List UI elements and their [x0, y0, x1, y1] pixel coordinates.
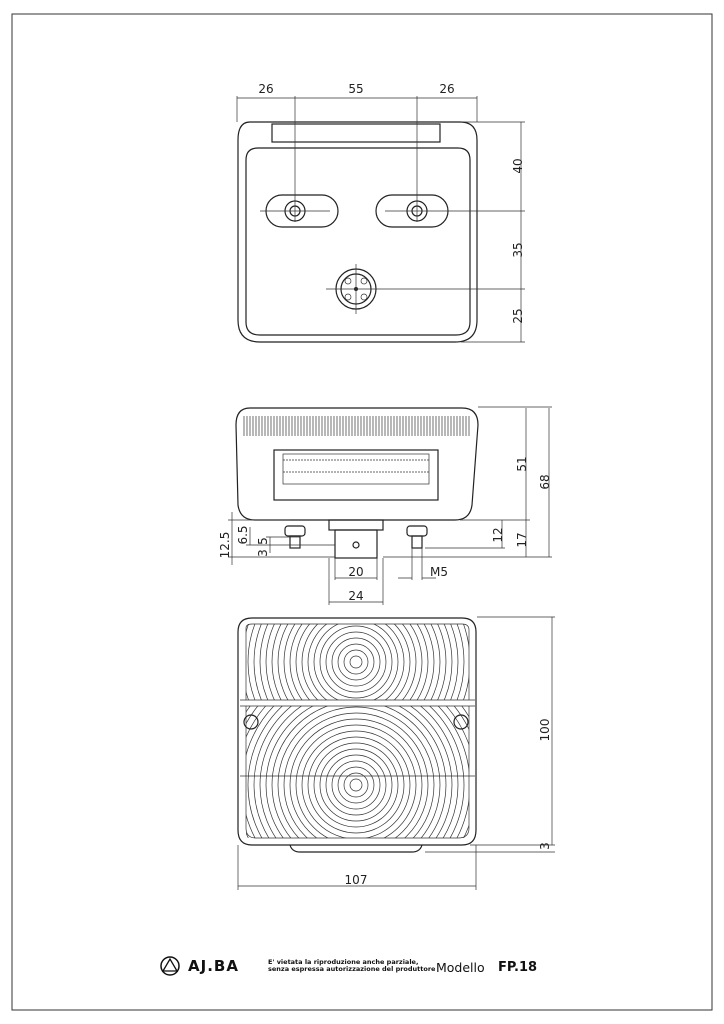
model-value: FP.18 — [498, 960, 537, 975]
lens-ring — [343, 649, 369, 675]
dim-top-left: 26 — [258, 82, 273, 96]
lens-ring — [349, 778, 363, 792]
notice-line-2: senza espressa autorizzazione del produt… — [268, 965, 436, 973]
dim-w24: 24 — [348, 589, 363, 603]
dim-h51: 51 — [515, 456, 529, 471]
lens-ring — [337, 766, 375, 804]
lens-ring — [271, 706, 441, 838]
lens-ring — [259, 624, 453, 700]
lens-ring — [319, 625, 393, 699]
dim-h6-5: 6.5 — [236, 525, 250, 544]
lens-ring — [319, 748, 393, 822]
lens-ring — [277, 706, 435, 838]
lens-ring — [295, 624, 417, 700]
front-view: 100 3 107 — [237, 616, 555, 890]
side-view: 51 68 12 17 12.5 6.5 5 3 20 M5 24 — [218, 406, 552, 605]
lens-ring — [325, 754, 387, 816]
lens-ring — [313, 624, 399, 700]
lens-ring — [349, 655, 363, 669]
lens-ring — [337, 643, 375, 681]
model-label: Modello — [436, 960, 485, 975]
lens-ring — [289, 624, 423, 700]
lens-ring — [313, 742, 399, 828]
dim-h17: 17 — [515, 532, 529, 547]
lens-ring — [265, 624, 447, 700]
brand-name: AJ.BA — [188, 957, 239, 975]
lens-ring — [307, 736, 405, 834]
title-block: AJ.BA E' vietata la riproduzione anche p… — [160, 956, 537, 976]
dim-h100: 100 — [538, 719, 552, 742]
lens-ring — [283, 712, 429, 838]
dim-thread: M5 — [430, 565, 448, 579]
lens-ring — [246, 706, 469, 838]
lens-ring — [277, 624, 435, 700]
lens-ring — [253, 706, 459, 838]
dim-h35: 35 — [511, 242, 525, 257]
dim-w107: 107 — [345, 873, 368, 887]
lens-ring — [331, 760, 381, 810]
lens-ring — [301, 624, 411, 700]
dim-h5: 5 — [256, 537, 270, 545]
dim-h12: 12 — [491, 527, 505, 542]
lens-ring — [271, 624, 441, 700]
dim-w20: 20 — [348, 565, 363, 579]
dim-h3-front: 3 — [538, 842, 552, 850]
lens-ring — [283, 624, 429, 700]
lens-ring — [301, 730, 411, 838]
lens-ring — [343, 772, 369, 798]
dim-h40: 40 — [511, 158, 525, 173]
lens-ring — [331, 637, 381, 687]
lens-ring — [295, 724, 417, 838]
dim-top-right: 26 — [439, 82, 454, 96]
lens-ring — [307, 624, 405, 700]
lens-ring — [247, 624, 465, 700]
dim-h25: 25 — [511, 308, 525, 323]
top-view: 26 55 26 40 35 25 — [236, 82, 525, 343]
lens-ring — [259, 706, 453, 838]
lens-ring — [247, 706, 465, 838]
lens-ring — [246, 624, 469, 700]
dim-h68: 68 — [538, 474, 552, 489]
brand-logo-icon — [160, 956, 180, 976]
dim-h12-5: 12.5 — [218, 532, 232, 559]
lens-ring — [253, 624, 459, 700]
lens-ring — [325, 631, 387, 693]
lens-ring — [289, 718, 423, 838]
sheet-border — [11, 13, 713, 1011]
dim-top-center: 55 — [348, 82, 363, 96]
dim-h3: 3 — [256, 549, 270, 557]
lens-ring — [265, 706, 447, 838]
notice-line-1: E' vietata la riproduzione anche parzial… — [268, 958, 418, 966]
